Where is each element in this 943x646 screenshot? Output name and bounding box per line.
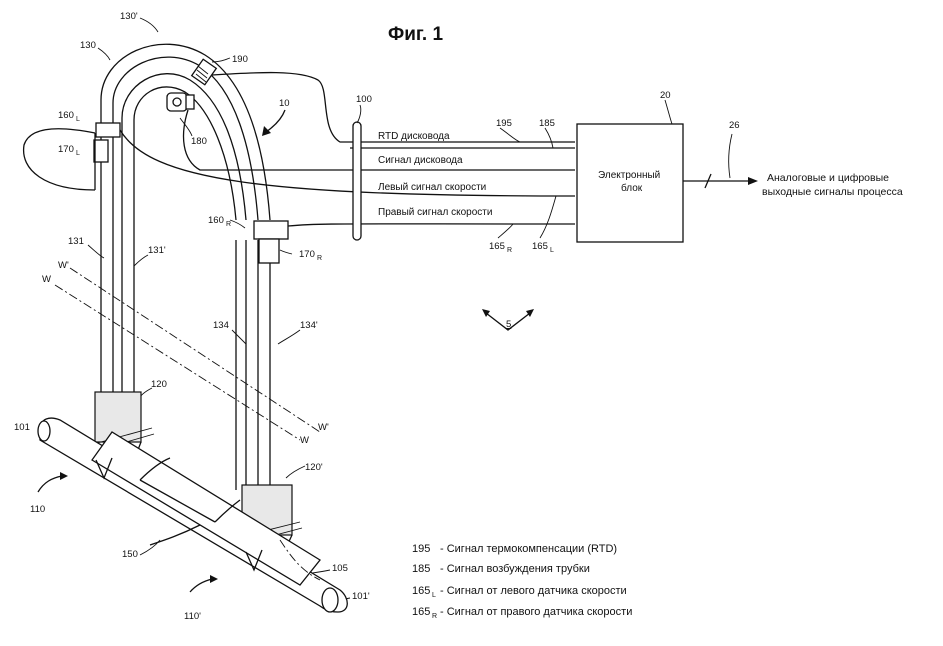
ref-Wp2: W' <box>318 422 329 433</box>
signal-rtd: RTD дисковода <box>378 131 450 142</box>
ref-120: 120 <box>151 379 167 390</box>
ref-20: 20 <box>660 90 671 101</box>
legend-text: - Сигнал термокомпенсации (RTD) <box>440 543 617 555</box>
ref-190: 190 <box>232 54 248 65</box>
ref-170R-sub: R <box>317 255 322 262</box>
figure-title: Фиг. 1 <box>388 24 443 45</box>
ref-160R: 160 <box>208 215 224 226</box>
arrow-10 <box>262 110 285 136</box>
ref-130: 130 <box>80 40 96 51</box>
signal-labels: RTD дисковода Сигнал дисковода Левый сиг… <box>378 131 492 218</box>
ref-150: 150 <box>122 549 138 560</box>
ref-W2: W <box>300 435 309 446</box>
legend-item: 165 L - Сигнал от левого датчика скорост… <box>412 585 627 599</box>
ref-26: 26 <box>729 120 740 131</box>
ref-131: 131 <box>68 236 84 247</box>
ref-170R: 170 <box>299 249 315 260</box>
electronics-block: Электронный блок <box>577 124 683 242</box>
ref-110: 110 <box>30 504 45 515</box>
legend-item: 165 R - Сигнал от правого датчика скорос… <box>412 606 632 620</box>
ref-10: 10 <box>279 98 290 109</box>
legend-sub: R <box>432 613 437 620</box>
electronics-label-2: блок <box>621 182 643 194</box>
legend-code: 185 <box>412 563 430 575</box>
ref-165L-sub: L <box>550 247 554 254</box>
rtd-sensor <box>167 93 194 111</box>
legend-code: 195 <box>412 543 430 555</box>
case-left <box>24 129 95 190</box>
left-pickoff <box>94 123 120 162</box>
ref-160R-sub: R <box>226 221 231 228</box>
ref-134p: 134' <box>300 320 318 331</box>
legend: 195 - Сигнал термокомпенсации (RTD) 185 … <box>412 543 632 620</box>
ref-160L: 160 <box>58 110 74 121</box>
cable-clamp <box>353 122 361 240</box>
electronics-label-1: Электронный <box>598 170 660 181</box>
ref-105: 105 <box>332 563 348 574</box>
output-label-1: Аналоговые и цифровые <box>767 172 889 184</box>
ref-120p: 120' <box>305 462 323 473</box>
pipeline <box>38 418 347 612</box>
legend-text: - Сигнал от правого датчика скорости <box>440 606 632 618</box>
signal-left-velocity: Левый сигнал скорости <box>378 182 486 193</box>
ref-170L-sub: L <box>76 150 80 157</box>
reference-numerals: 130' 130 190 10 100 195 185 20 26 160 L … <box>14 11 740 622</box>
ref-101: 101 <box>14 422 30 433</box>
ref-W: W <box>42 274 51 285</box>
ref-165R-sub: R <box>507 247 512 254</box>
ref-Wp: W' <box>58 260 69 271</box>
leaders <box>52 18 672 602</box>
output-arrow: Аналоговые и цифровые выходные сигналы п… <box>683 134 903 198</box>
legend-item: 185 - Сигнал возбуждения трубки <box>412 563 590 575</box>
ref-185: 185 <box>539 118 555 129</box>
signal-right-velocity: Правый сигнал скорости <box>378 207 492 218</box>
ref-134: 134 <box>213 320 229 331</box>
right-pickoff <box>254 221 288 263</box>
ref-130p: 130' <box>120 11 138 22</box>
ref-5: 5 <box>506 319 511 330</box>
ref-160L-sub: L <box>76 116 80 123</box>
ref-165R: 165 <box>489 241 505 252</box>
signal-drive: Сигнал дисковода <box>378 155 463 166</box>
ref-170L: 170 <box>58 144 74 155</box>
ref-165L: 165 <box>532 241 548 252</box>
ref-131p: 131' <box>148 245 166 256</box>
ref-100: 100 <box>356 94 372 105</box>
legend-item: 195 - Сигнал термокомпенсации (RTD) <box>412 543 617 555</box>
ref-195: 195 <box>496 118 512 129</box>
legend-code: 165 <box>412 585 430 597</box>
legend-text: - Сигнал от левого датчика скорости <box>440 585 627 597</box>
legend-text: - Сигнал возбуждения трубки <box>440 563 590 575</box>
ref-110p: 110' <box>184 611 201 622</box>
legend-sub: L <box>432 592 436 599</box>
ref-101p: 101' <box>352 591 370 602</box>
output-label-2: выходные сигналы процесса <box>762 186 903 198</box>
legend-code: 165 <box>412 606 430 618</box>
ref-180: 180 <box>191 136 207 147</box>
